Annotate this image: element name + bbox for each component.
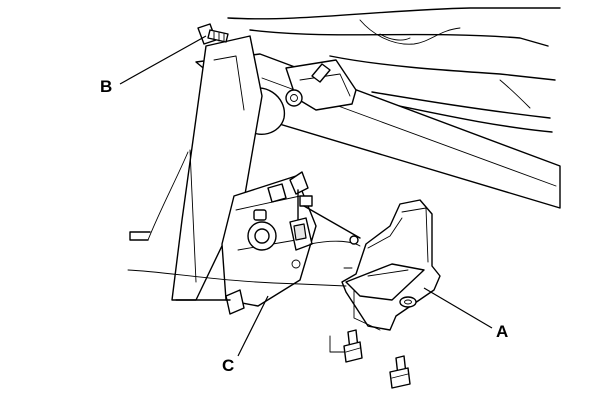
engine-mount-body [221, 175, 317, 315]
bolt-a-right [389, 355, 411, 389]
leader-c [237, 295, 269, 357]
callout-c: C [222, 356, 235, 375]
callout-a: A [496, 322, 509, 341]
sensor-connector [289, 171, 361, 251]
bracket-a [341, 199, 441, 331]
left-strut [129, 35, 263, 301]
callout-b: B [100, 77, 113, 96]
upper-mount [285, 59, 357, 111]
leader-b [119, 35, 207, 85]
bolt-b [197, 23, 229, 45]
mount-rod [303, 205, 361, 245]
bolt-a-left [343, 329, 363, 363]
lower-chassis [127, 267, 353, 353]
leader-a [423, 287, 493, 329]
